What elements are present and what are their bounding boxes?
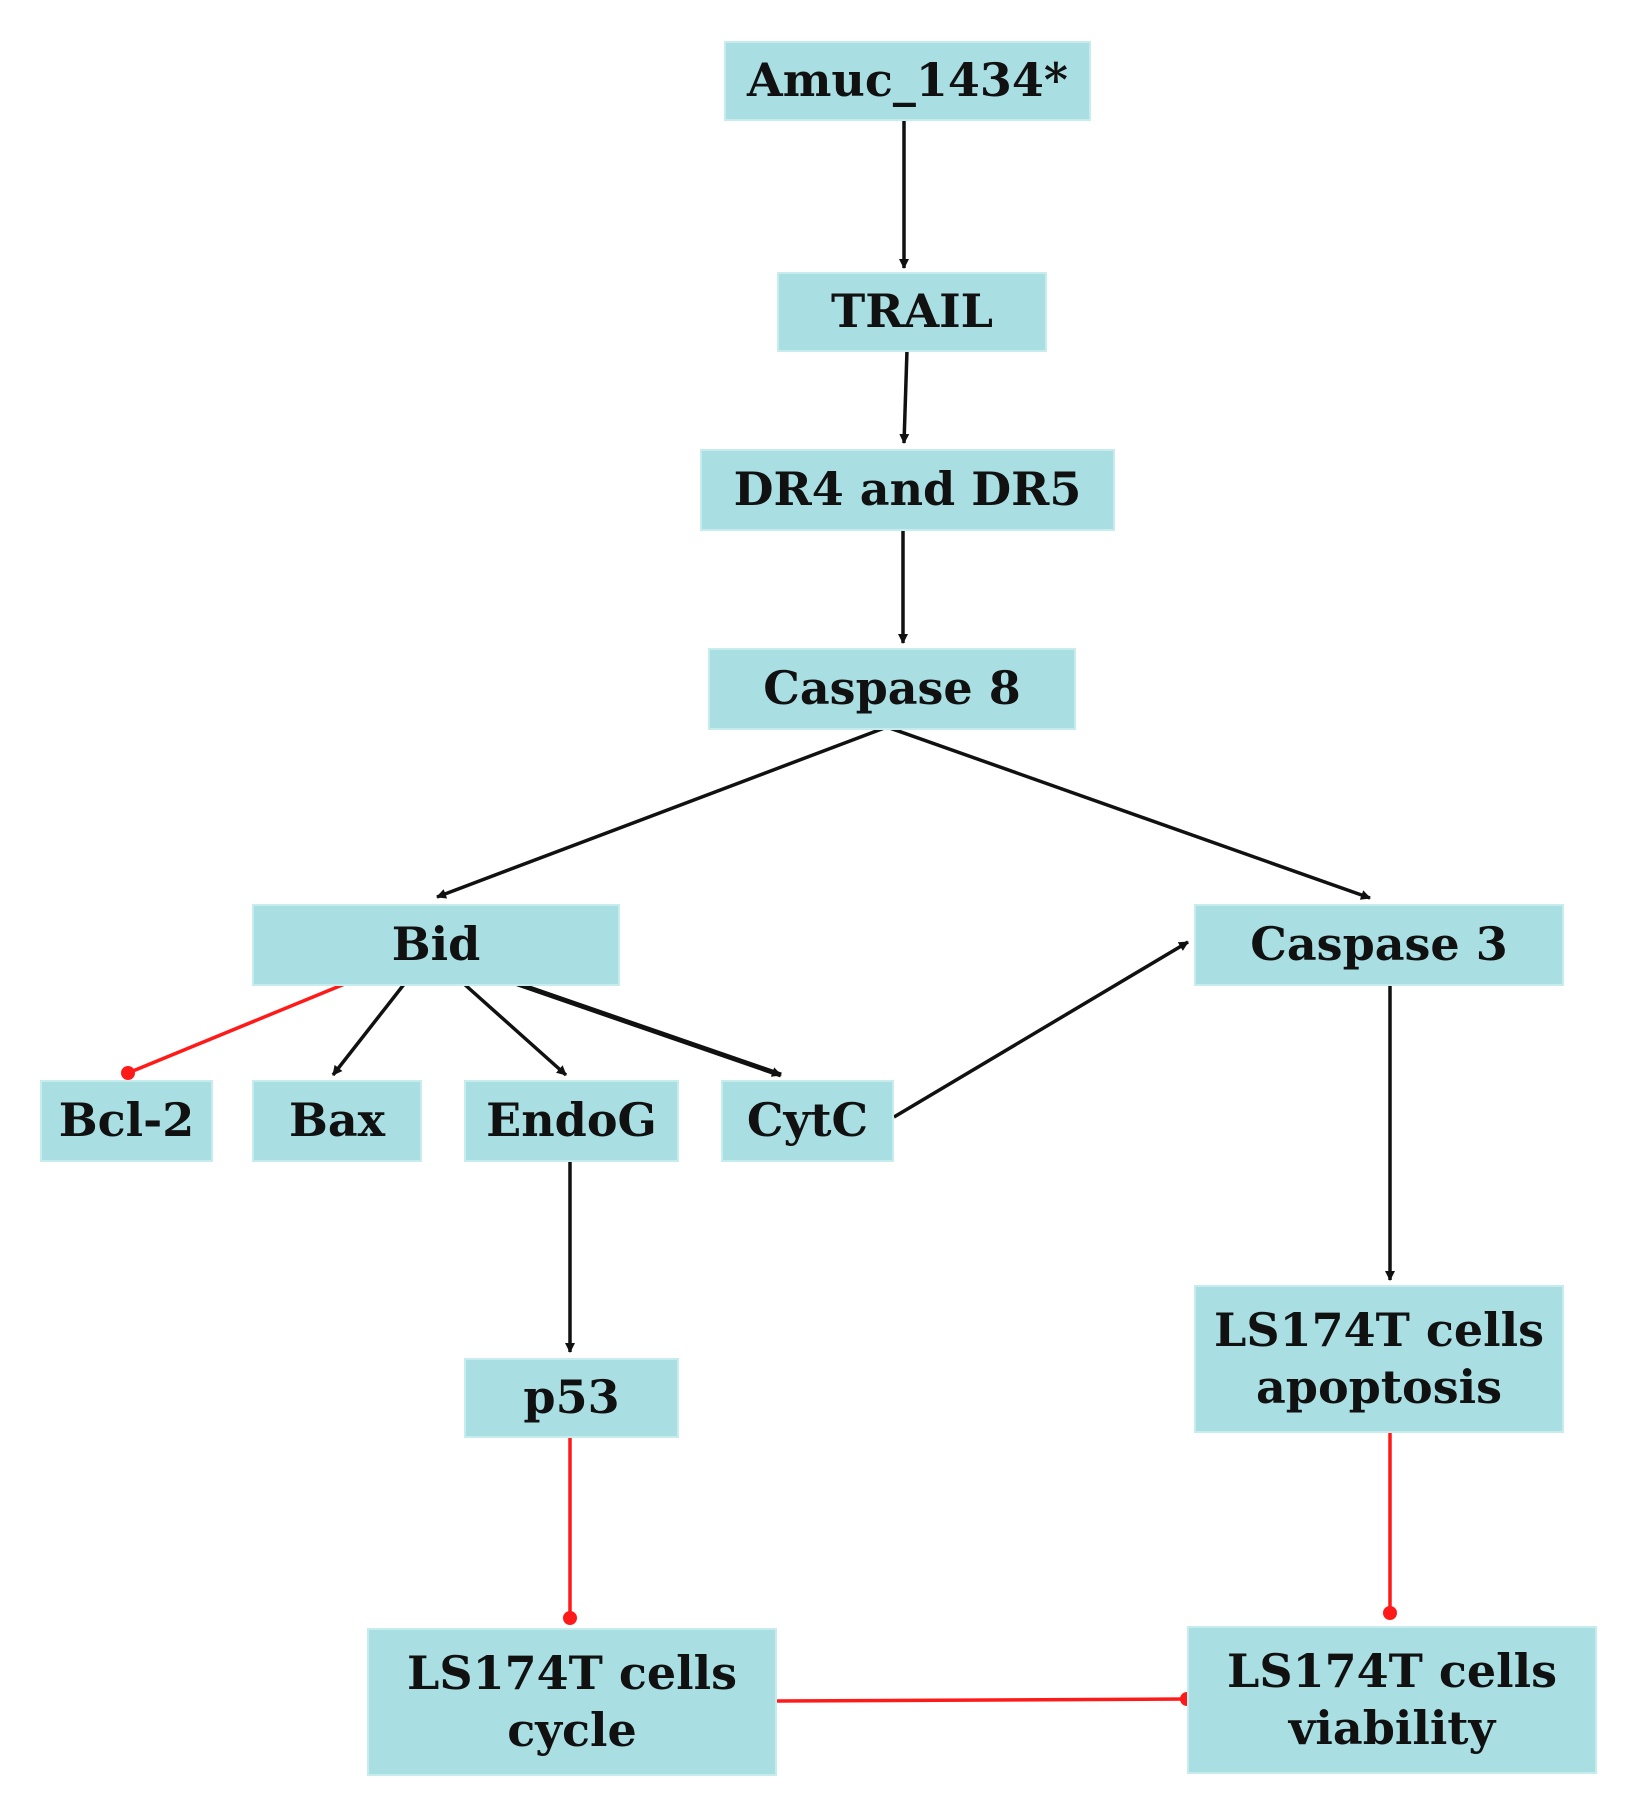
- edge-bid-to-bcl2-end: [121, 1066, 135, 1080]
- node-bid: Bid: [252, 904, 620, 986]
- node-apoptosis-label-line2: apoptosis: [1255, 1360, 1502, 1414]
- node-bcl-2: Bcl-2: [40, 1080, 213, 1162]
- node-p53-label: p53: [523, 1370, 620, 1425]
- node-trail-label: TRAIL: [830, 284, 993, 339]
- node-cycle-label-line1: LS174T cells: [407, 1645, 737, 1700]
- node-apoptosis: LS174T cells apoptosis: [1194, 1285, 1564, 1433]
- node-dr4-dr5-label: DR4 and DR5: [733, 462, 1082, 517]
- edge-bid-to-cytc: [514, 980, 782, 1078]
- node-amuc-1434: Amuc_1434*: [724, 41, 1091, 121]
- edge-casp8-to-bid: [436, 725, 888, 899]
- node-bax-label: Bax: [288, 1093, 386, 1148]
- edge-bid-to-endog: [461, 981, 568, 1077]
- node-cycle-label-line2: cycle: [507, 1703, 637, 1757]
- node-cycle: LS174T cells cycle: [367, 1628, 777, 1776]
- node-amuc-1434-label: Amuc_1434*: [747, 53, 1068, 108]
- node-viability-label-line1: LS174T cells: [1227, 1643, 1557, 1698]
- node-caspase-3: Caspase 3: [1194, 904, 1564, 986]
- node-endog: EndoG: [464, 1080, 679, 1162]
- node-dr4-dr5: DR4 and DR5: [700, 449, 1115, 531]
- edge-cytc-to-casp3: [893, 940, 1189, 1119]
- node-cytc: CytC: [721, 1080, 894, 1162]
- edge-bid-to-bcl2: [127, 981, 348, 1075]
- edge-casp8-to-casp3: [886, 725, 1371, 900]
- node-bid-label: Bid: [391, 917, 481, 972]
- node-trail: TRAIL: [777, 272, 1047, 352]
- node-viability: LS174T cells viability: [1187, 1626, 1597, 1774]
- edge-cycle-to-viability: [775, 1697, 1188, 1703]
- edge-p53-to-cycle-end: [563, 1611, 577, 1625]
- node-caspase-8-label: Caspase 8: [763, 661, 1021, 716]
- node-apoptosis-label-line1: LS174T cells: [1214, 1302, 1544, 1357]
- node-viability-label-line2: viability: [1288, 1701, 1496, 1755]
- node-bax: Bax: [252, 1080, 422, 1162]
- node-caspase-3-label: Caspase 3: [1250, 917, 1508, 972]
- node-bcl-2-label: Bcl-2: [58, 1093, 195, 1148]
- edge-apoptosis-to-viability-end: [1383, 1606, 1397, 1620]
- node-endog-label: EndoG: [486, 1093, 657, 1148]
- edge-trail-to-dr: [899, 349, 910, 444]
- node-caspase-8: Caspase 8: [708, 648, 1076, 730]
- node-p53: p53: [464, 1358, 679, 1438]
- edge-bid-to-bax: [331, 981, 407, 1077]
- node-cytc-label: CytC: [746, 1093, 869, 1148]
